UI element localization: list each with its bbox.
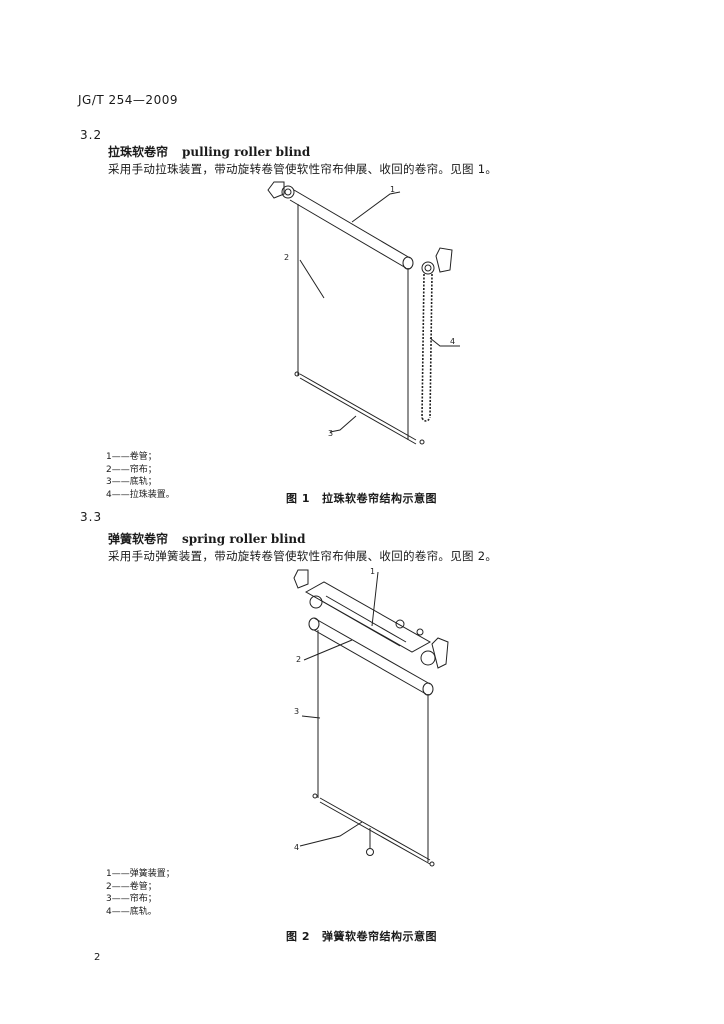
term-spring-roller-blind: 弹簧软卷帘 spring roller blind — [108, 530, 306, 547]
figure-1-caption: 图 1 拉珠软卷帘结构示意图 — [286, 490, 437, 506]
right-bracket — [421, 247, 453, 275]
caption-text: 拉珠软卷帘结构示意图 — [321, 492, 437, 505]
legend-item: 3——帘布； — [106, 894, 157, 904]
left-bracket — [267, 181, 295, 199]
term-en: pulling roller blind — [182, 145, 311, 159]
bottom-rail — [312, 793, 435, 867]
roller-tube — [289, 189, 414, 270]
legend-item: 3——底轨； — [106, 477, 157, 487]
caption-number: 图 1 — [286, 492, 310, 505]
figure-2-legend: 1——弹簧装置； 2——卷管； 3——帘布； 4——底轨。 — [106, 868, 175, 918]
fig1-callout-2: 2 — [284, 253, 289, 262]
term-en: spring roller blind — [182, 532, 306, 546]
legend-item: 2——卷管； — [106, 881, 157, 892]
term-cn: 弹簧软卷帘 — [108, 532, 169, 546]
curtain-fabric — [297, 204, 409, 440]
legend-item: 1——卷管； — [106, 452, 157, 462]
bottom-rail — [294, 371, 425, 445]
caption-text: 弹簧软卷帘结构示意图 — [321, 930, 437, 943]
legend-item: 4——底轨。 — [106, 906, 157, 917]
fig2-callout-4: 4 — [294, 843, 299, 852]
definition-3-3: 采用手动弹簧装置，带动旋转卷管使软性帘布伸展、收回的卷帘。见图 2。 — [108, 549, 498, 563]
term-cn: 拉珠软卷帘 — [108, 145, 169, 159]
caption-number: 图 2 — [286, 930, 310, 943]
figure-1-legend: 1——卷管； 2——帘布； 3——底轨； 4——拉珠装置。 — [106, 451, 175, 501]
fig2-callout-2: 2 — [296, 655, 301, 664]
pull-cord — [366, 828, 374, 856]
right-bracket — [420, 637, 449, 669]
fig2-callout-3: 3 — [294, 707, 299, 716]
bead-chain — [421, 273, 433, 422]
figure-2-diagram: 1 2 3 4 — [293, 567, 449, 867]
term-pulling-roller-blind: 拉珠软卷帘 pulling roller blind — [108, 143, 310, 160]
figure-2-caption: 图 2 弹簧软卷帘结构示意图 — [286, 928, 437, 944]
standard-code: JG/T 254—2009 — [78, 93, 178, 107]
section-number-3-3: 3.3 — [80, 510, 103, 524]
section-number-3-2: 3.2 — [80, 128, 103, 142]
legend-item: 1——弹簧装置； — [106, 869, 175, 879]
definition-3-2: 采用手动拉珠装置，带动旋转卷管使软性帘布伸展、收回的卷帘。见图 1。 — [108, 162, 498, 176]
top-left-bracket — [293, 569, 309, 589]
legend-item: 4——拉珠装置。 — [106, 489, 175, 500]
curtain-fabric — [317, 630, 429, 862]
fig1-callout-3: 3 — [328, 429, 333, 438]
page-number: 2 — [94, 952, 101, 963]
legend-item: 2——帘布； — [106, 464, 157, 475]
roller-tube — [308, 617, 434, 696]
fig1-callout-4: 4 — [450, 337, 455, 346]
fig2-callout-1: 1 — [370, 567, 375, 576]
figure-1-diagram: 1 2 3 4 — [267, 181, 460, 445]
fig1-callout-1: 1 — [390, 185, 395, 194]
spring-mechanism — [304, 581, 432, 653]
